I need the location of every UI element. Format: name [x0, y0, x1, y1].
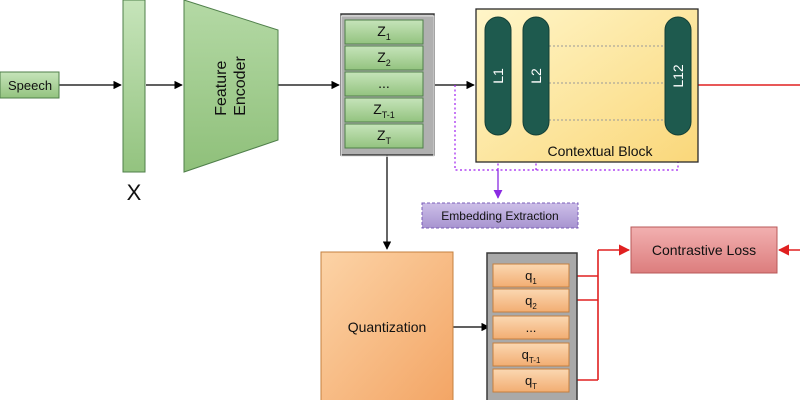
layer-pill-label: L2: [528, 68, 544, 84]
layer-pill-label: L1: [490, 68, 506, 84]
q-cell: q2: [492, 288, 570, 313]
layer-connection-dots: [549, 45, 664, 121]
q-cell-label: qT-1: [522, 347, 541, 365]
q-cell: q1: [492, 263, 570, 288]
quantization-node: Quantization: [320, 251, 454, 403]
z-cell: Z1: [344, 19, 424, 45]
layer-pill: L1: [484, 16, 512, 136]
speech-node: Speech: [0, 71, 60, 99]
z-cell-label: ZT: [377, 127, 392, 146]
embedding-extraction-node: Embedding Extraction: [421, 202, 579, 229]
feature-encoder-label: Feature Encoder: [213, 56, 249, 116]
feature-encoder: Feature Encoder: [183, 0, 279, 173]
q-cell: qT-1: [492, 342, 570, 367]
contextual-block: L1 L2 L12 Contextual Block: [475, 8, 699, 163]
quantization-label: Quantization: [348, 319, 427, 335]
x-label: X: [127, 180, 142, 205]
q-cell-label: q2: [525, 293, 537, 311]
z-cell: ...: [344, 71, 424, 97]
contextual-block-label: Contextual Block: [547, 143, 653, 159]
z-cell: Z2: [344, 45, 424, 71]
q-cell-label: ...: [526, 320, 537, 335]
q-cell: ...: [492, 315, 570, 340]
layer-pill: L12: [664, 16, 692, 136]
embedding-extraction-label: Embedding Extraction: [441, 209, 558, 223]
q-cell: qT: [492, 368, 570, 393]
feature-encoder-line1: Feature: [213, 61, 230, 116]
z-cell-label: ZT-1: [373, 101, 395, 120]
z-cell: ZT: [344, 123, 424, 149]
layer-pill: L2: [522, 16, 550, 136]
z-cell: ZT-1: [344, 97, 424, 123]
q-cell-label: qT: [525, 373, 537, 391]
q-cell-label: q1: [525, 268, 537, 286]
z-cell-label: Z2: [377, 49, 391, 68]
contrastive-loss-label: Contrastive Loss: [652, 242, 756, 258]
speech-label: Speech: [8, 78, 52, 93]
layer-pill-label: L12: [670, 64, 686, 88]
q-stack: q1 q2... qT-1 qT: [486, 252, 578, 404]
feature-encoder-line2: Encoder: [232, 56, 249, 116]
contrastive-loss-node: Contrastive Loss: [630, 226, 778, 274]
z-cell-label: Z1: [377, 23, 391, 42]
x-input-bar: X: [122, 0, 146, 205]
z-cell-label: ...: [378, 75, 390, 91]
